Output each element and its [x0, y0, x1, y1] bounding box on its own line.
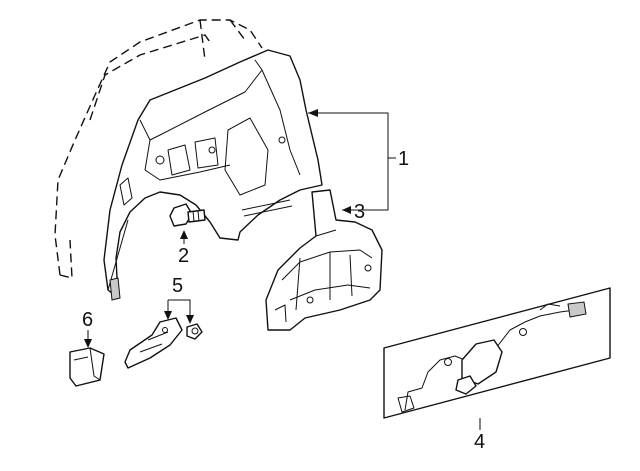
trim-piece: [69, 347, 105, 387]
clip: [186, 323, 203, 340]
callout-2: 2: [178, 245, 189, 267]
callout-1: 1: [398, 148, 409, 170]
callout-4: 4: [474, 431, 485, 453]
callout-3: 3: [354, 201, 365, 223]
wheelhouse-panel: [265, 189, 383, 331]
vehicle-body-outline: [54, 19, 263, 279]
callout-6: 6: [82, 309, 93, 331]
bolt: [169, 203, 206, 227]
bracket: [124, 317, 183, 369]
callout-5: 5: [172, 275, 183, 297]
sensor-harness-box: [383, 287, 611, 419]
quarter-inner-panel: [103, 49, 323, 301]
arrowheads: [84, 109, 351, 348]
